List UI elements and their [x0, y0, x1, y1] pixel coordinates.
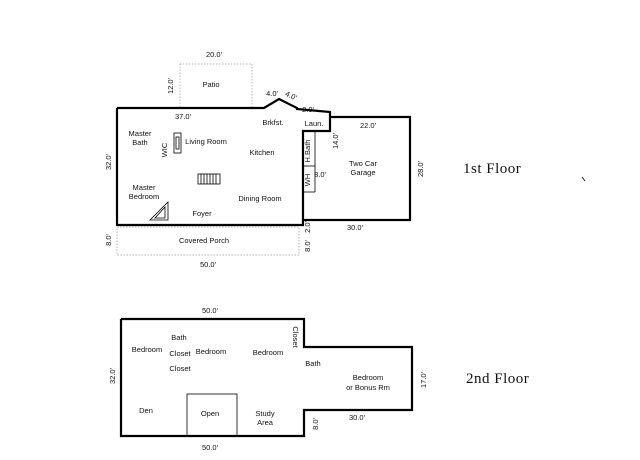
closet-1-label: Closet: [169, 349, 191, 358]
dim-top-width: 50.0': [202, 306, 219, 315]
master-bath-label-1: Master: [129, 129, 152, 138]
dim-bump-b: 4.0': [284, 89, 299, 102]
study-area-label-1: Study: [255, 409, 274, 418]
garage-label-2: Garage: [350, 168, 375, 177]
den-label: Den: [139, 406, 153, 415]
bonus-room-label-1: Bedroom: [353, 373, 383, 382]
garage-outline: [303, 115, 412, 222]
second-floor-title: 2nd Floor: [466, 371, 529, 387]
stray-mark: [581, 176, 586, 182]
dim-bonus-width: 30.0': [349, 413, 366, 422]
dim-patio-depth: 12.0': [166, 77, 175, 94]
closet-vertical-label: Closet: [291, 326, 300, 348]
stairs-icon: [197, 173, 221, 185]
wic-inner: [175, 136, 180, 150]
laundry-label: Laun.: [305, 119, 324, 128]
dim-bottom-width: 50.0': [202, 443, 219, 452]
open-area-outline: [186, 393, 238, 437]
dim-porch-depth-left: 8.0': [104, 234, 113, 246]
dim-bump-a: 4.0': [266, 89, 278, 98]
closet-2-label: Closet: [169, 364, 191, 373]
second-floor-plan: Bath Bedroom Closet Bedroom Bedroom Clos…: [108, 306, 529, 452]
master-bedroom-label-1: Master: [133, 183, 156, 192]
dim-porch-depth-right: 8.0': [303, 240, 312, 252]
bonus-room-label-2: or Bonus Rm: [346, 383, 390, 392]
patio-outline: [179, 63, 253, 109]
second-floor-outline: [119, 317, 414, 438]
master-bath-label-2: Bath: [132, 138, 147, 147]
dim-garage-depth: 28.0': [416, 160, 425, 177]
dim-house-top: 37.0': [175, 112, 192, 121]
first-floor-title: 1st Floor: [463, 161, 521, 177]
dim-wh-width: 8.0': [314, 170, 326, 179]
porch-outline: [116, 226, 300, 256]
dim-house-depth: 32.0': [104, 153, 113, 170]
study-area-label-2: Area: [257, 418, 274, 427]
dim-porch-offset: 2.0': [303, 221, 312, 233]
dim-right-depth: 17.0': [419, 371, 428, 388]
wic-label: WIC: [160, 142, 169, 157]
dim-left-depth: 32.0': [108, 367, 117, 384]
patio-label: Patio: [202, 80, 219, 89]
hbath-label: H.Bath: [303, 140, 312, 163]
dim-overall-width: 50.0': [200, 260, 217, 269]
house-outline: [115, 97, 332, 227]
bedroom-left-label: Bedroom: [132, 345, 162, 354]
first-floor-plan: Patio Master Bath WIC Living Room Brkfst…: [104, 50, 521, 269]
bedroom-right-label: Bedroom: [253, 348, 283, 357]
foyer-label: Foyer: [192, 209, 212, 218]
dining-room-label: Dining Room: [238, 194, 281, 203]
bedroom-mid-label: Bedroom: [196, 347, 226, 356]
wic-closet: [173, 132, 182, 154]
bath-left-label: Bath: [171, 333, 186, 342]
covered-porch-label: Covered Porch: [179, 236, 229, 245]
dim-patio-width: 20.0': [206, 50, 223, 59]
dim-garage-bottom: 30.0': [347, 223, 364, 232]
dim-garage-top: 22.0': [360, 121, 377, 130]
wh-label: WH: [303, 174, 312, 187]
open-label: Open: [201, 409, 219, 418]
dim-hbath-depth: 14.0': [331, 132, 340, 149]
master-bedroom-label-2: Bedroom: [129, 192, 159, 201]
brkfst-label: Brkfst.: [262, 118, 283, 127]
living-room-label: Living Room: [185, 137, 227, 146]
bath-right-label: Bath: [305, 359, 320, 368]
kitchen-label: Kitchen: [249, 148, 274, 157]
dim-laundry-offset: 2.0': [302, 105, 314, 114]
dim-bottom-offset: 8.0': [311, 418, 320, 430]
corner-tub-icon: [149, 201, 169, 221]
garage-label-1: Two Car: [349, 159, 377, 168]
